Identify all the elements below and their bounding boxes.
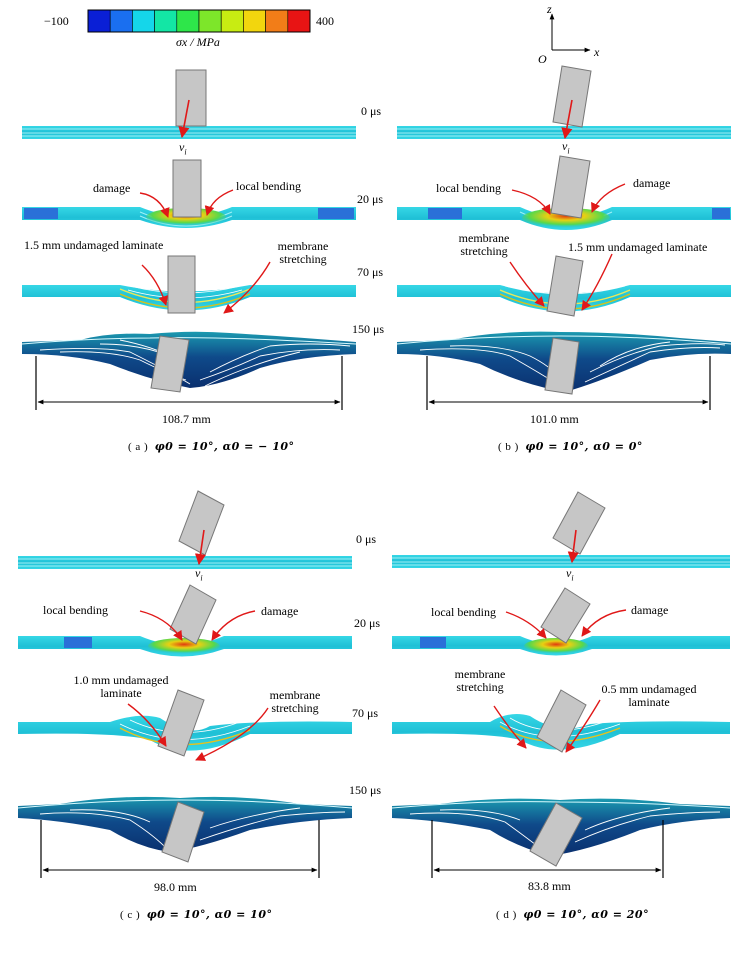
panel-a-caption: ( a ) φ0 = 10°, α0 = − 10° [128,440,295,453]
panel-b-velocity-arrow [561,99,573,140]
panel-d-dimension-label: 83.8 mm [528,879,571,893]
panel-a-impactor-0us [175,69,207,127]
panel-a-undamaged-label: 1.5 mm undamaged laminate [24,238,164,252]
coordinate-axes [549,13,591,53]
panel-c-impactor-20us [169,584,217,645]
panel-d-impactor-0us [552,491,606,555]
panel-c-dimension-label: 98.0 mm [154,880,197,894]
time-label-20us-lower: 20 μs [354,616,381,630]
panel-d-membrane-label: membrane stretching [454,667,506,694]
panel-a-impactor-70us [167,255,196,314]
colorbar-swatch [198,9,222,33]
time-label-150us: 150 μs [352,322,385,336]
panel-d-local-bending-label: local bending [431,605,496,619]
panel-a-impactor-20us [172,159,202,218]
time-label-150us-lower: 150 μs [349,783,382,797]
panel-a-damage-label: damage [93,181,131,195]
colorbar-swatch [109,9,133,33]
panel-b-local-bending-label: local bending [436,181,501,195]
colorbar [87,9,311,33]
colorbar-swatch [132,9,155,33]
panel-b-impactor-0us [552,65,592,128]
time-label-0us-lower: 0 μs [356,532,377,546]
colorbar-swatch [176,9,200,33]
panel-b-dimension-label: 101.0 mm [530,412,579,426]
panel-d-impactor-20us [540,587,591,644]
panel-a-dimension-label: 108.7 mm [162,412,211,426]
axis-x-label: x [594,45,600,59]
panel-c-undamaged-label: 1.0 mm undamaged laminate [73,673,169,700]
colorbar-swatch [265,9,289,33]
panel-c-velocity-label: vi [195,566,203,583]
axis-z-label: z [547,2,552,16]
panel-d-undamaged-label: 0.5 mm undamaged laminate [601,682,697,709]
panel-d-caption: ( d ) φ0 = 10°, α0 = 20° [496,908,650,921]
colorbar-max-label: 400 [316,14,334,28]
panel-a-graphics [21,69,357,410]
colorbar-swatch [87,9,111,33]
panel-a-velocity-arrow [178,99,190,139]
panel-c-impactor-150us [161,801,205,863]
panel-d-graphics [391,491,731,878]
panel-c-damage-label: damage [261,604,299,618]
panel-b-membrane-label: membrane stretching [458,231,510,258]
panel-b-velocity-label: vi [562,139,570,156]
time-label-70us: 70 μs [357,265,384,279]
colorbar-unit-label: σx / MPa [176,35,220,49]
panel-b-impactor-70us [546,255,584,317]
panel-c-local-bending-label: local bending [43,603,108,617]
time-label-0us: 0 μs [361,104,382,118]
panel-d-impactor-150us [529,802,583,867]
axis-origin-label: O [538,52,547,66]
panel-c-impactor-70us [157,689,205,757]
panel-c-caption: ( c ) φ0 = 10°, α0 = 10° [120,908,273,921]
panel-d-damage-label: damage [631,603,669,617]
panel-a-local-bending-label: local bending [236,179,301,193]
panel-c-graphics [17,490,353,878]
panel-b-graphics [396,65,732,410]
panel-a-membrane-label: membrane stretching [277,239,329,266]
panel-a-impactor-150us [150,335,190,393]
colorbar-swatch [154,9,178,33]
panel-b-impactor-150us [544,337,580,395]
panel-d-impactor-70us [536,689,587,753]
time-label-20us: 20 μs [357,192,384,206]
colorbar-swatch [220,9,244,33]
panel-b-damage-label: damage [633,176,671,190]
panel-d-velocity-arrow [567,529,579,564]
panel-a-velocity-label: vi [179,140,187,157]
colorbar-swatch [287,9,311,33]
panel-b-impactor-20us [550,155,591,219]
colorbar-min-label: −100 [44,14,69,28]
panel-b-undamaged-label: 1.5 mm undamaged laminate [568,240,708,254]
panel-c-membrane-label: membrane stretching [269,688,321,715]
panel-c-velocity-arrow [194,529,207,566]
panel-b-caption: ( b ) φ0 = 10°, α0 = 0° [498,440,643,453]
colorbar-swatches [87,9,311,33]
colorbar-swatch [243,9,266,33]
time-label-70us-lower: 70 μs [352,706,379,720]
panel-d-velocity-label: vi [566,566,574,583]
